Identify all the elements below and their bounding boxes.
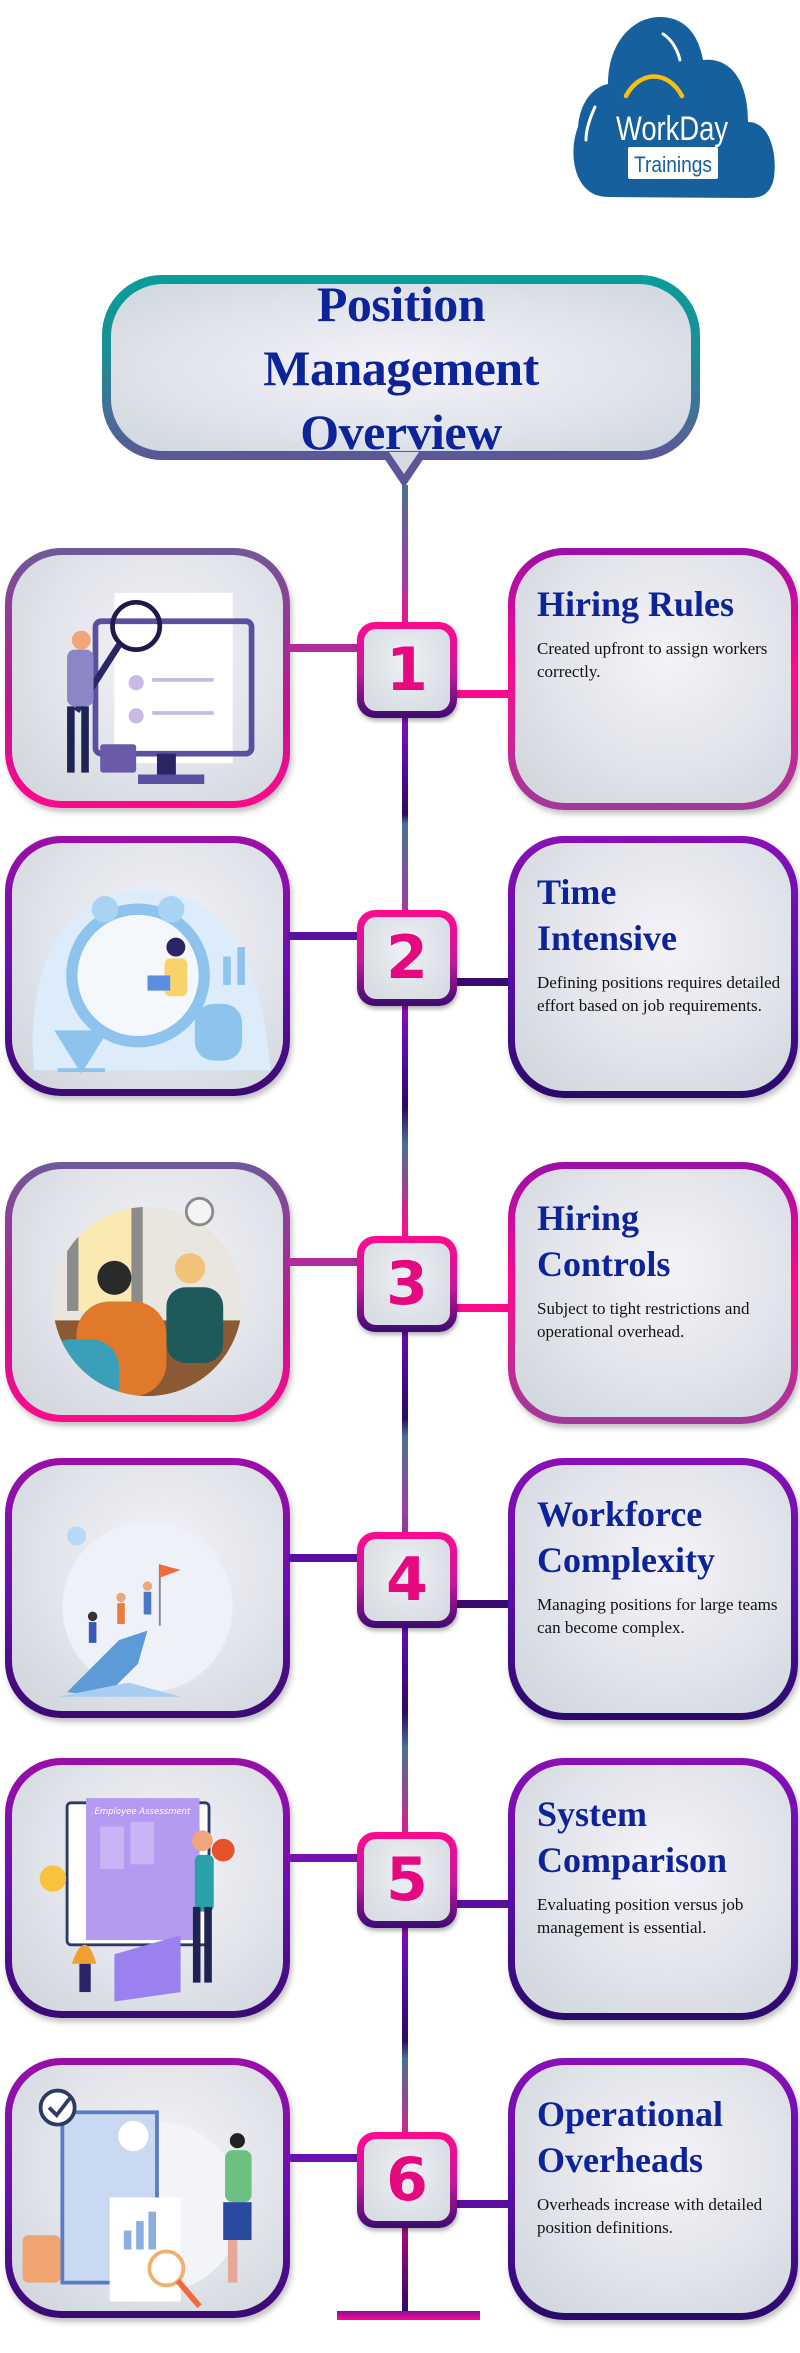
step-6-illustration-card — [5, 2058, 290, 2318]
left-connector — [288, 2154, 360, 2162]
right-connector — [455, 2200, 511, 2208]
step-1-text-card: Hiring Rules Created upfront to assign w… — [508, 548, 798, 810]
step-description: Defining positions requires detailed eff… — [537, 973, 781, 1015]
left-connector — [288, 1854, 360, 1862]
right-connector — [455, 1600, 511, 1608]
step-2-illustration-card — [5, 836, 290, 1096]
step-2-text-card: Time Intensive Defining positions requir… — [508, 836, 798, 1098]
left-connector — [288, 1554, 360, 1562]
page-title: Position Management Overview — [263, 275, 539, 460]
step-description: Managing positions for large teams can b… — [537, 1595, 778, 1637]
timeline-base — [337, 2311, 480, 2320]
right-connector — [455, 978, 511, 986]
step-description: Subject to tight restrictions and operat… — [537, 1299, 750, 1341]
step-heading: Time Intensive — [537, 872, 678, 958]
step-number-badge: 3 — [357, 1236, 457, 1332]
logo-text-trainings: Trainings — [634, 152, 712, 177]
clock-coins-illustration — [32, 889, 271, 1074]
left-connector — [288, 1258, 360, 1266]
employee-assessment-illustration: Employee Assessment — [39, 1798, 235, 2002]
step-1-illustration-card — [5, 548, 290, 808]
step-number-badge: 2 — [357, 910, 457, 1006]
step-5-text-card: System Comparison Evaluating position ve… — [508, 1758, 798, 2020]
step-number: 2 — [364, 917, 450, 999]
right-connector — [455, 1900, 511, 1908]
step-heading: Workforce Complexity — [537, 1494, 715, 1580]
logo-text-workday: WorkDay — [616, 110, 728, 148]
title-bubble: Position Management Overview — [102, 275, 700, 460]
left-connector — [288, 932, 360, 940]
right-connector — [455, 1304, 511, 1312]
step-number: 4 — [364, 1539, 450, 1621]
step-heading: Hiring Rules — [537, 584, 735, 624]
illustration-label: Employee Assessment — [95, 1807, 191, 1817]
step-description: Created upfront to assign workers correc… — [537, 639, 768, 681]
interview-meeting-illustration — [52, 1196, 243, 1397]
step-number: 1 — [364, 629, 450, 711]
step-heading: Operational Overheads — [537, 2094, 723, 2180]
title-bubble-pointer-inner — [389, 452, 419, 474]
step-6-text-card: Operational Overheads Overheads increase… — [508, 2058, 798, 2320]
step-description: Overheads increase with detailed positio… — [537, 2195, 763, 2237]
step-number-badge: 4 — [357, 1532, 457, 1628]
step-heading: Hiring Controls — [537, 1198, 671, 1284]
step-number: 5 — [364, 1839, 450, 1921]
step-4-text-card: Workforce Complexity Managing positions … — [508, 1458, 798, 1720]
report-review-illustration — [22, 2088, 252, 2309]
team-climbing-illustration — [57, 1521, 233, 1697]
left-connector — [288, 644, 360, 652]
step-number-badge: 6 — [357, 2132, 457, 2228]
step-description: Evaluating position versus job managemen… — [537, 1895, 744, 1937]
step-4-illustration-card — [5, 1458, 290, 1718]
step-number: 6 — [364, 2139, 450, 2221]
step-3-text-card: Hiring Controls Subject to tight restric… — [508, 1162, 798, 1424]
workday-trainings-logo: WorkDay Trainings — [568, 12, 778, 200]
step-5-illustration-card: Employee Assessment — [5, 1758, 290, 2018]
timeline-line — [402, 485, 408, 2315]
step-number-badge: 1 — [357, 622, 457, 718]
right-connector — [455, 690, 511, 698]
step-number-badge: 5 — [357, 1832, 457, 1928]
step-heading: System Comparison — [537, 1794, 728, 1880]
step-number: 3 — [364, 1243, 450, 1325]
recruiter-magnifier-illustration — [67, 592, 255, 784]
step-3-illustration-card — [5, 1162, 290, 1422]
